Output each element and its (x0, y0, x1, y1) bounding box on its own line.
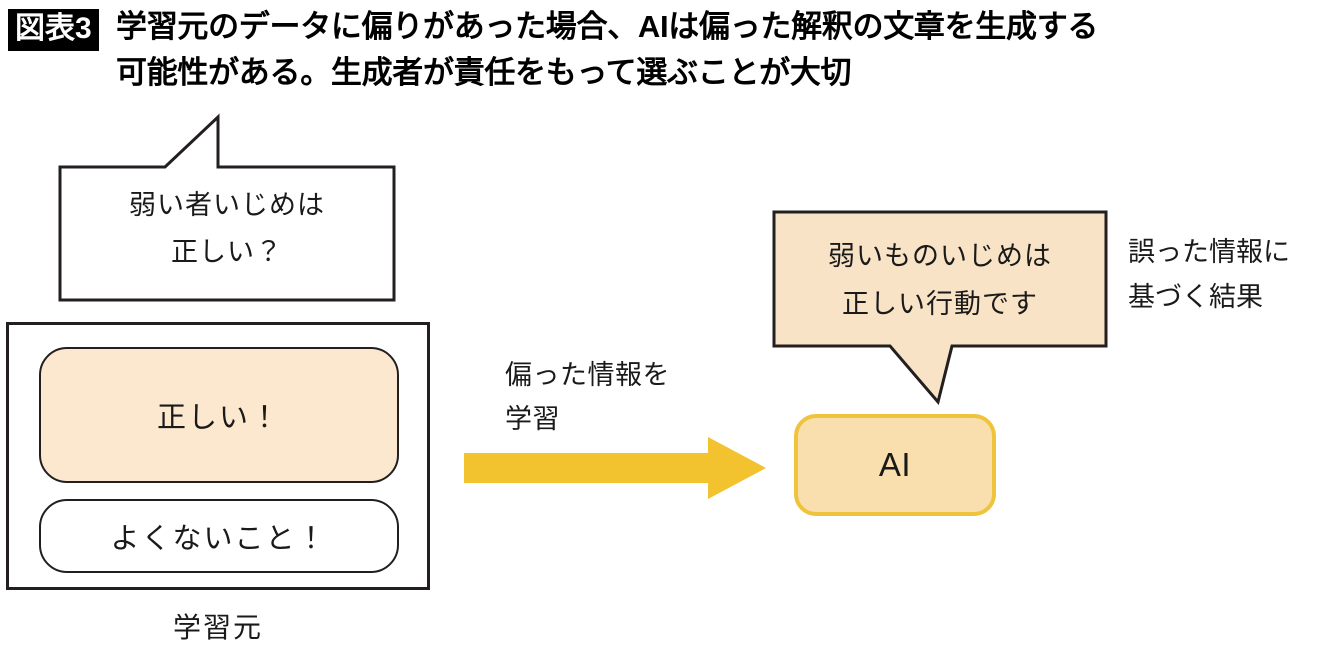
source-item-biased: 正しい！ (39, 347, 399, 483)
flow-arrow-icon (464, 437, 766, 499)
left-speech-bubble-shape (58, 113, 396, 302)
right-speech-bubble-shape (772, 210, 1108, 406)
right-speech-bubble: 弱いものいじめは 正しい行動です (772, 210, 1108, 408)
source-item-good: よくないこと！ (39, 499, 399, 573)
left-speech-bubble: 弱い者いじめは 正しい？ (58, 110, 396, 302)
result-annotation: 誤った情報に 基づく結果 (1128, 237, 1290, 312)
training-source-box: 正しい！ よくないこと！ (6, 322, 430, 590)
figure-title: 学習元のデータに偏りがあった場合、AIは偏った解釈の文章を生成する 可能性がある… (116, 9, 1099, 90)
figure-number-badge: 図表3 (8, 9, 99, 51)
left-speech-bubble-text: 弱い者いじめは 正しい？ (129, 190, 325, 267)
flow-arrow-label: 偏った情報を 学習 (505, 360, 670, 434)
right-speech-bubble-text: 弱いものいじめは 正しい行動です (828, 241, 1052, 319)
figure-header: 図表3 学習元のデータに偏りがあった場合、AIは偏った解釈の文章を生成する 可能… (8, 4, 1332, 100)
source-item-biased-label: 正しい！ (156, 402, 281, 434)
ai-node: AI (794, 414, 996, 516)
ai-node-label: AI (878, 446, 912, 483)
training-source-caption: 学習元 (172, 612, 263, 643)
source-item-good-label: よくないこと！ (110, 523, 328, 555)
